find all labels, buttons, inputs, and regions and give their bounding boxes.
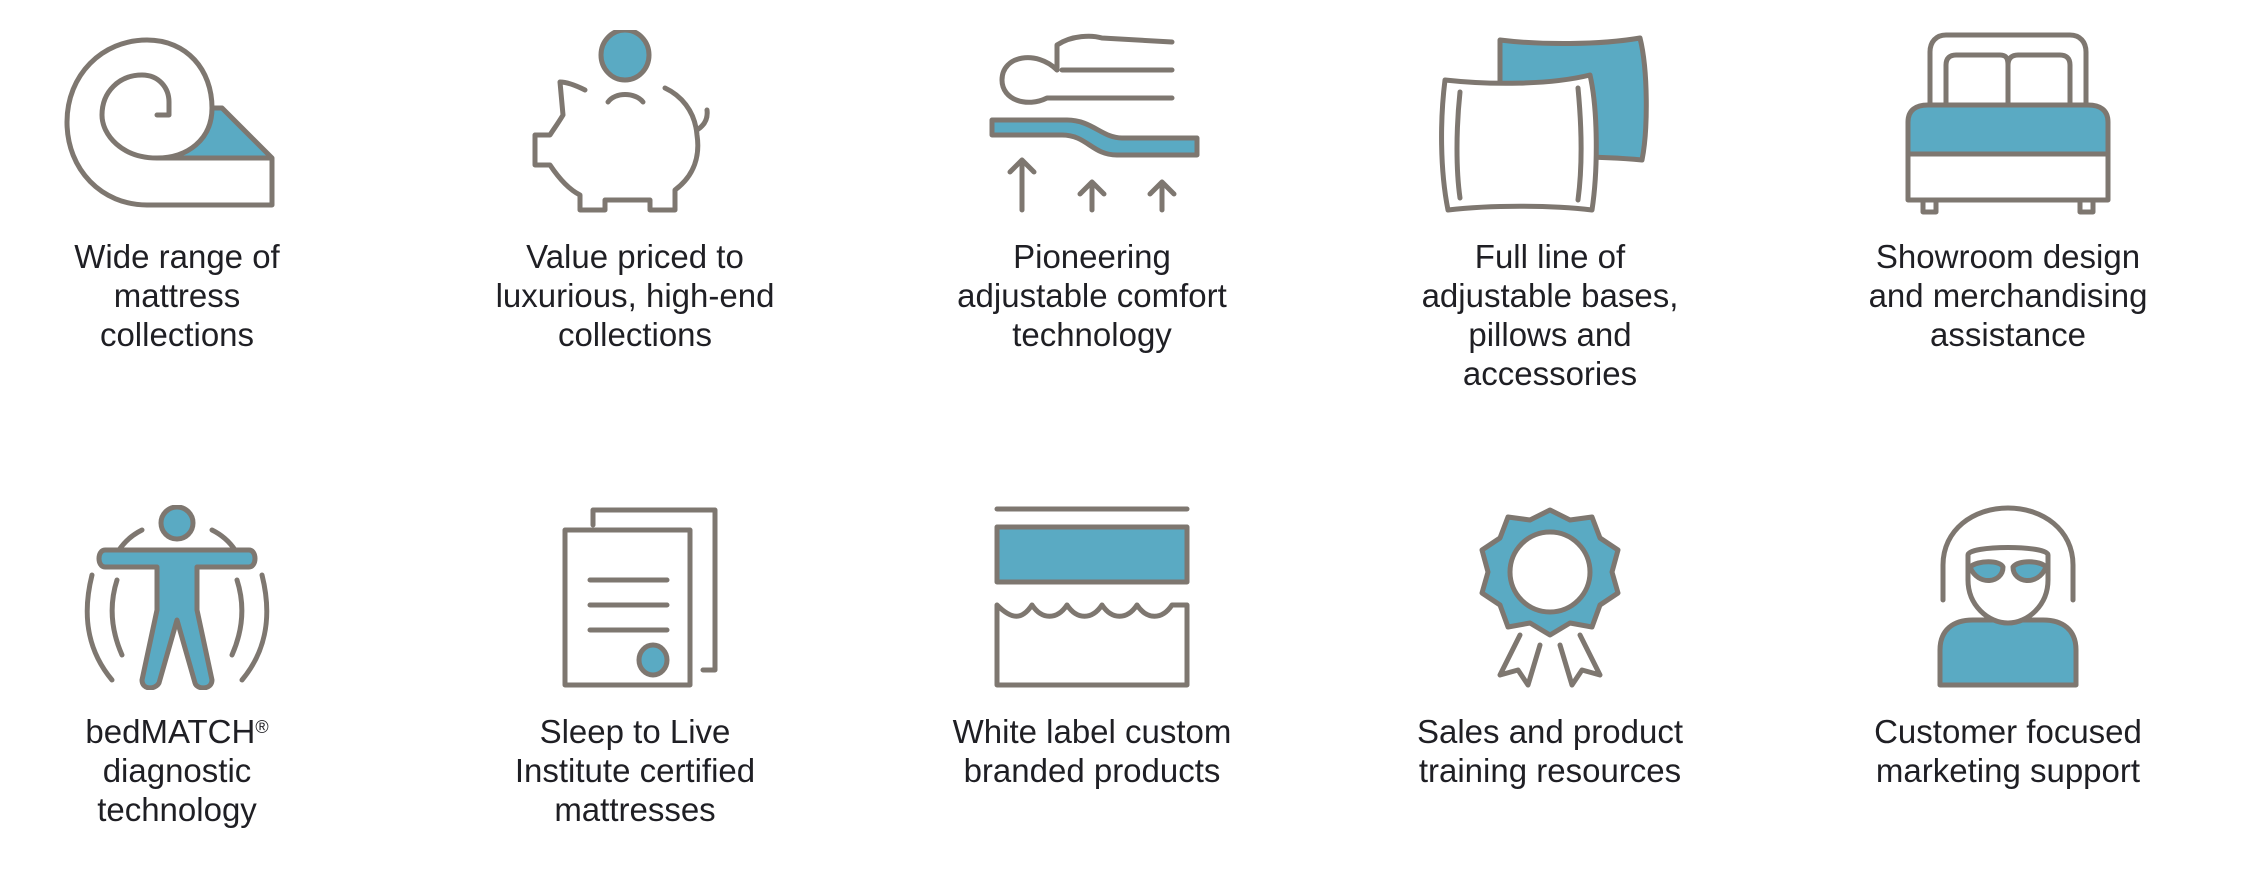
- registered-mark: ®: [255, 717, 269, 737]
- bed-icon: [1905, 32, 2111, 215]
- body-scan-icon: [84, 505, 270, 690]
- label-line: marketing support: [1875, 752, 2141, 789]
- feature-label: bedMATCH® diagnostic technology: [0, 712, 387, 829]
- label-line: Full line of: [1474, 238, 1626, 275]
- label-line: mattresses: [554, 791, 716, 828]
- label-line: Showroom design: [1875, 238, 2141, 275]
- feature-bedmatch: bedMATCH® diagnostic technology: [0, 505, 387, 829]
- feature-label: Showroom design and merchandising assist…: [1798, 237, 2218, 354]
- label-line: Pioneering: [1013, 238, 1171, 275]
- label-line: Customer focused: [1874, 713, 2142, 750]
- label-line: accessories: [1462, 355, 1638, 392]
- feature-label: Sales and product training resources: [1340, 712, 1760, 790]
- feature-label: Customer focused marketing support: [1798, 712, 2218, 790]
- label-line: pillows and: [1468, 316, 1632, 353]
- feature-label: Pioneering adjustable comfort technology: [882, 237, 1302, 354]
- feature-value-priced: Value priced to luxurious, high-end coll…: [425, 30, 845, 354]
- feature-label: Sleep to Live Institute certified mattre…: [425, 712, 845, 829]
- feature-label: Value priced to luxurious, high-end coll…: [425, 237, 845, 354]
- label-line: White label custom: [952, 713, 1232, 750]
- label-line: Sleep to Live: [539, 713, 731, 750]
- feature-marketing-support: Customer focused marketing support: [1798, 505, 2218, 790]
- label-line: adjustable comfort: [957, 277, 1227, 314]
- feature-label: Full line of adjustable bases, pillows a…: [1340, 237, 1760, 393]
- feature-showroom-design: Showroom design and merchandising assist…: [1798, 30, 2218, 354]
- custom-mattress-layers-icon: [994, 506, 1190, 688]
- feature-certified-mattresses: Sleep to Live Institute certified mattre…: [425, 505, 845, 829]
- label-line: and merchandising: [1868, 277, 2148, 314]
- label-line: mattress: [113, 277, 241, 314]
- feature-white-label: White label custom branded products: [882, 505, 1302, 790]
- feature-label: White label custom branded products: [882, 712, 1302, 790]
- piggy-bank-icon: [532, 30, 710, 213]
- feature-mattress-collections: Wide range of mattress collections: [0, 30, 387, 354]
- label-line: luxurious, high-end: [495, 277, 775, 314]
- label-line: technology: [97, 791, 257, 828]
- label-line: Sales and product: [1416, 713, 1683, 750]
- label-line: training resources: [1418, 752, 1682, 789]
- brand-name: bedMATCH: [85, 713, 256, 750]
- feature-adjustable-comfort: Pioneering adjustable comfort technology: [882, 30, 1302, 354]
- feature-bases-pillows: Full line of adjustable bases, pillows a…: [1340, 30, 1760, 393]
- label-line: Wide range of: [74, 238, 280, 275]
- label-line: Value priced to: [526, 238, 744, 275]
- label-line: technology: [1012, 316, 1172, 353]
- label-line: assistance: [1930, 316, 2086, 353]
- adjustable-comfort-icon: [989, 33, 1200, 213]
- label-line: collections: [557, 316, 713, 353]
- label-line: collections: [99, 316, 255, 353]
- label-line: Institute certified: [514, 752, 756, 789]
- label-line: branded products: [963, 752, 1221, 789]
- pillows-icon: [1439, 35, 1649, 213]
- feature-training-resources: Sales and product training resources: [1340, 505, 1760, 790]
- support-person-icon: [1937, 505, 2079, 688]
- feature-label: Wide range of mattress collections: [0, 237, 387, 354]
- award-badge-icon: [1479, 507, 1621, 688]
- label-line: diagnostic: [102, 752, 252, 789]
- label-line: adjustable bases,: [1421, 277, 1679, 314]
- certificate-documents-icon: [562, 507, 718, 688]
- label-line: bedMATCH®: [0, 712, 387, 751]
- rolled-mattress-icon: [64, 37, 275, 208]
